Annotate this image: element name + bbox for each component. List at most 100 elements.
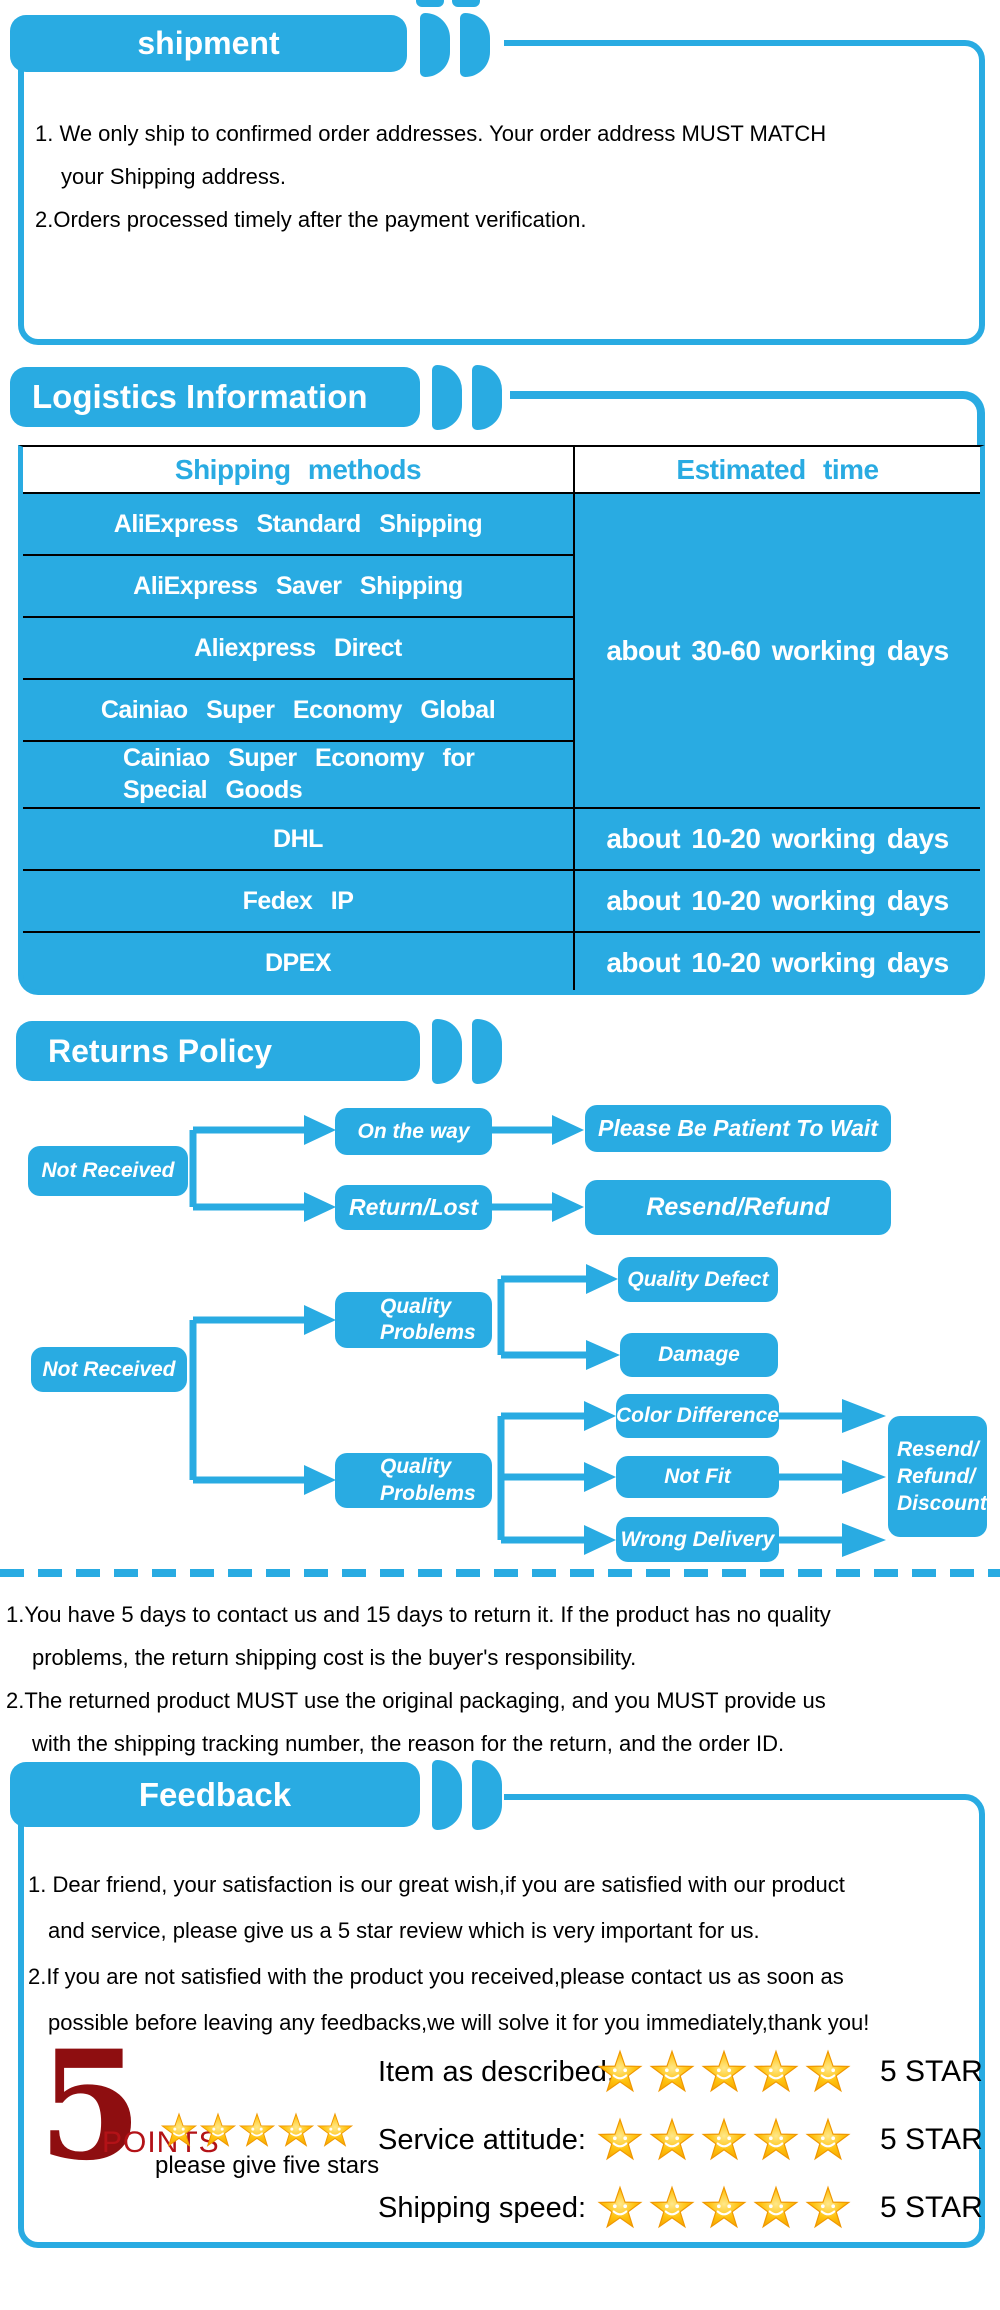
feedback-note-line: 2.If you are not satisfied with the prod… xyxy=(28,1964,844,1989)
flow-node-return-lost: Return/Lost xyxy=(335,1185,492,1230)
estimated-time-cell: about 30-60 working days xyxy=(573,492,980,809)
star-icon xyxy=(702,2050,746,2092)
table-row: AliExpress Standard Shipping about 30-60… xyxy=(23,492,980,809)
bracket-tip-icon xyxy=(452,0,480,7)
shipping-method-cell: Cainiao Super Economy Global xyxy=(23,678,575,742)
star-icon xyxy=(650,2186,694,2228)
star-icon xyxy=(754,2118,798,2160)
points-label: POINTS xyxy=(102,2126,220,2159)
flow-node-quality-problems: Quality Problems xyxy=(335,1453,492,1508)
bracket-icon xyxy=(460,13,490,77)
estimated-time-cell: about 10-20 working days xyxy=(573,931,980,990)
star-icon xyxy=(806,2118,850,2160)
returns-policy-notes: 1.You have 5 days to contact us and 15 d… xyxy=(6,1593,831,1765)
returns-title-label: Returns Policy xyxy=(48,1032,273,1069)
star-icon xyxy=(598,2186,642,2228)
star-icon xyxy=(598,2118,642,2160)
shipment-notes: 1. We only ship to confirmed order addre… xyxy=(35,112,826,241)
feedback-title-label: Feedback xyxy=(138,1775,292,1813)
table-row: Fedex IP about 10-20 working days xyxy=(23,869,980,933)
shipping-method-cell: Fedex IP xyxy=(23,869,575,933)
rating-value: 5 STAR xyxy=(880,2123,983,2156)
rating-row-shipping-speed: Shipping speed: 5 STAR xyxy=(378,2180,983,2236)
star-icon xyxy=(754,2186,798,2228)
returns-note-line: 1.You have 5 days to contact us and 15 d… xyxy=(6,1602,831,1627)
table-row: Cainiao Super Economy Global xyxy=(23,678,980,742)
logistics-table: Shipping methods Estimated time AliExpre… xyxy=(18,445,985,995)
table-row: Aliexpress Direct xyxy=(23,616,980,680)
table-header-row: Shipping methods Estimated time xyxy=(23,447,980,494)
shipping-method-cell: AliExpress Saver Shipping xyxy=(23,554,575,618)
rating-stars xyxy=(596,2049,852,2095)
returns-section-title: Returns Policy xyxy=(16,1021,420,1081)
shipment-note-line: your Shipping address. xyxy=(61,164,287,189)
feedback-section-box xyxy=(18,1794,985,2248)
flow-node-damage: Damage xyxy=(620,1333,778,1377)
feedback-notes: 1. Dear friend, your satisfaction is our… xyxy=(28,1862,869,2046)
feedback-section-title: Feedback xyxy=(10,1762,420,1827)
dashed-divider xyxy=(0,1569,1000,1577)
column-header-estimated-time: Estimated time xyxy=(573,447,980,494)
star-icon xyxy=(754,2050,798,2092)
table-row: DHL about 10-20 working days xyxy=(23,807,980,871)
logistics-title-label: Logistics Information xyxy=(32,378,368,415)
shipping-method-cell: Aliexpress Direct xyxy=(23,616,575,680)
star-icon xyxy=(239,2113,275,2147)
table-row: AliExpress Saver Shipping xyxy=(23,554,980,618)
bracket-icon xyxy=(432,365,462,430)
shipment-section-title: shipment xyxy=(10,15,407,72)
flow-node-quality-defect: Quality Defect xyxy=(618,1257,778,1302)
flow-node-wrong-delivery: Wrong Delivery xyxy=(616,1517,779,1562)
rating-label: Shipping speed: xyxy=(378,2191,586,2224)
flow-node-not-received: Not Received xyxy=(28,1146,188,1196)
flow-node-not-fit: Not Fit xyxy=(616,1456,779,1498)
feedback-note-line: 1. Dear friend, your satisfaction is our… xyxy=(28,1872,845,1897)
flow-node-resend-refund: Resend/Refund xyxy=(585,1180,891,1235)
star-icon xyxy=(702,2186,746,2228)
feedback-note-line: possible before leaving any feedbacks,we… xyxy=(48,2010,870,2035)
returns-note-line: problems, the return shipping cost is th… xyxy=(32,1645,637,1670)
column-header-shipping-methods: Shipping methods xyxy=(23,447,575,494)
flow-node-please-wait: Please Be Patient To Wait xyxy=(585,1105,891,1152)
bracket-icon xyxy=(472,365,502,430)
returns-note-line: with the shipping tracking number, the r… xyxy=(32,1731,785,1756)
rating-row-item-as-described: Item as described: 5 STAR xyxy=(378,2044,983,2100)
table-row: Cainiao Super Economy for Special Goods xyxy=(23,740,980,809)
points-star-row xyxy=(160,2112,354,2149)
star-icon xyxy=(161,2113,197,2147)
shipping-method-cell: AliExpress Standard Shipping xyxy=(23,492,575,556)
returns-flowchart: Not Received On the way Please Be Patien… xyxy=(0,1100,1000,1570)
star-icon xyxy=(200,2113,236,2147)
table-row: DPEX about 10-20 working days xyxy=(23,931,980,990)
flow-node-not-received: Not Received xyxy=(31,1347,187,1392)
star-icon xyxy=(702,2118,746,2160)
bracket-tip-icon xyxy=(416,0,444,7)
star-icon xyxy=(598,2050,642,2092)
star-icon xyxy=(806,2050,850,2092)
feedback-note-line: and service, please give us a 5 star rev… xyxy=(48,1918,760,1943)
bracket-icon xyxy=(420,13,450,77)
shipping-method-cell: DPEX xyxy=(23,931,575,990)
estimated-time-cell: about 10-20 working days xyxy=(573,807,980,871)
bracket-icon xyxy=(472,1019,502,1084)
five-points-number: 5 xyxy=(38,2018,143,2194)
star-icon xyxy=(317,2113,353,2147)
shipping-method-cell: DHL xyxy=(23,807,575,871)
logistics-border-line xyxy=(510,391,985,451)
star-icon xyxy=(278,2113,314,2147)
bracket-icon xyxy=(432,1760,462,1830)
flow-node-quality-problems: Quality Problems xyxy=(335,1292,492,1348)
bracket-icon xyxy=(432,1019,462,1084)
rating-stars xyxy=(596,2185,852,2231)
flowchart-connectors xyxy=(189,1115,886,1557)
rating-label: Service attitude: xyxy=(378,2123,586,2156)
rating-value: 5 STAR xyxy=(880,2191,983,2224)
estimated-time-cell: about 10-20 working days xyxy=(573,869,980,933)
shipment-note-line: 1. We only ship to confirmed order addre… xyxy=(35,121,827,146)
flow-node-color-difference: Color Difference xyxy=(616,1394,779,1438)
rating-row-service-attitude: Service attitude: 5 STAR xyxy=(378,2112,983,2168)
rating-label: Item as described: xyxy=(378,2055,615,2088)
flow-node-resend-refund-discount: Resend/ Refund/ Discount xyxy=(888,1416,987,1537)
shipment-note-line: 2.Orders processed timely after the paym… xyxy=(35,207,587,232)
